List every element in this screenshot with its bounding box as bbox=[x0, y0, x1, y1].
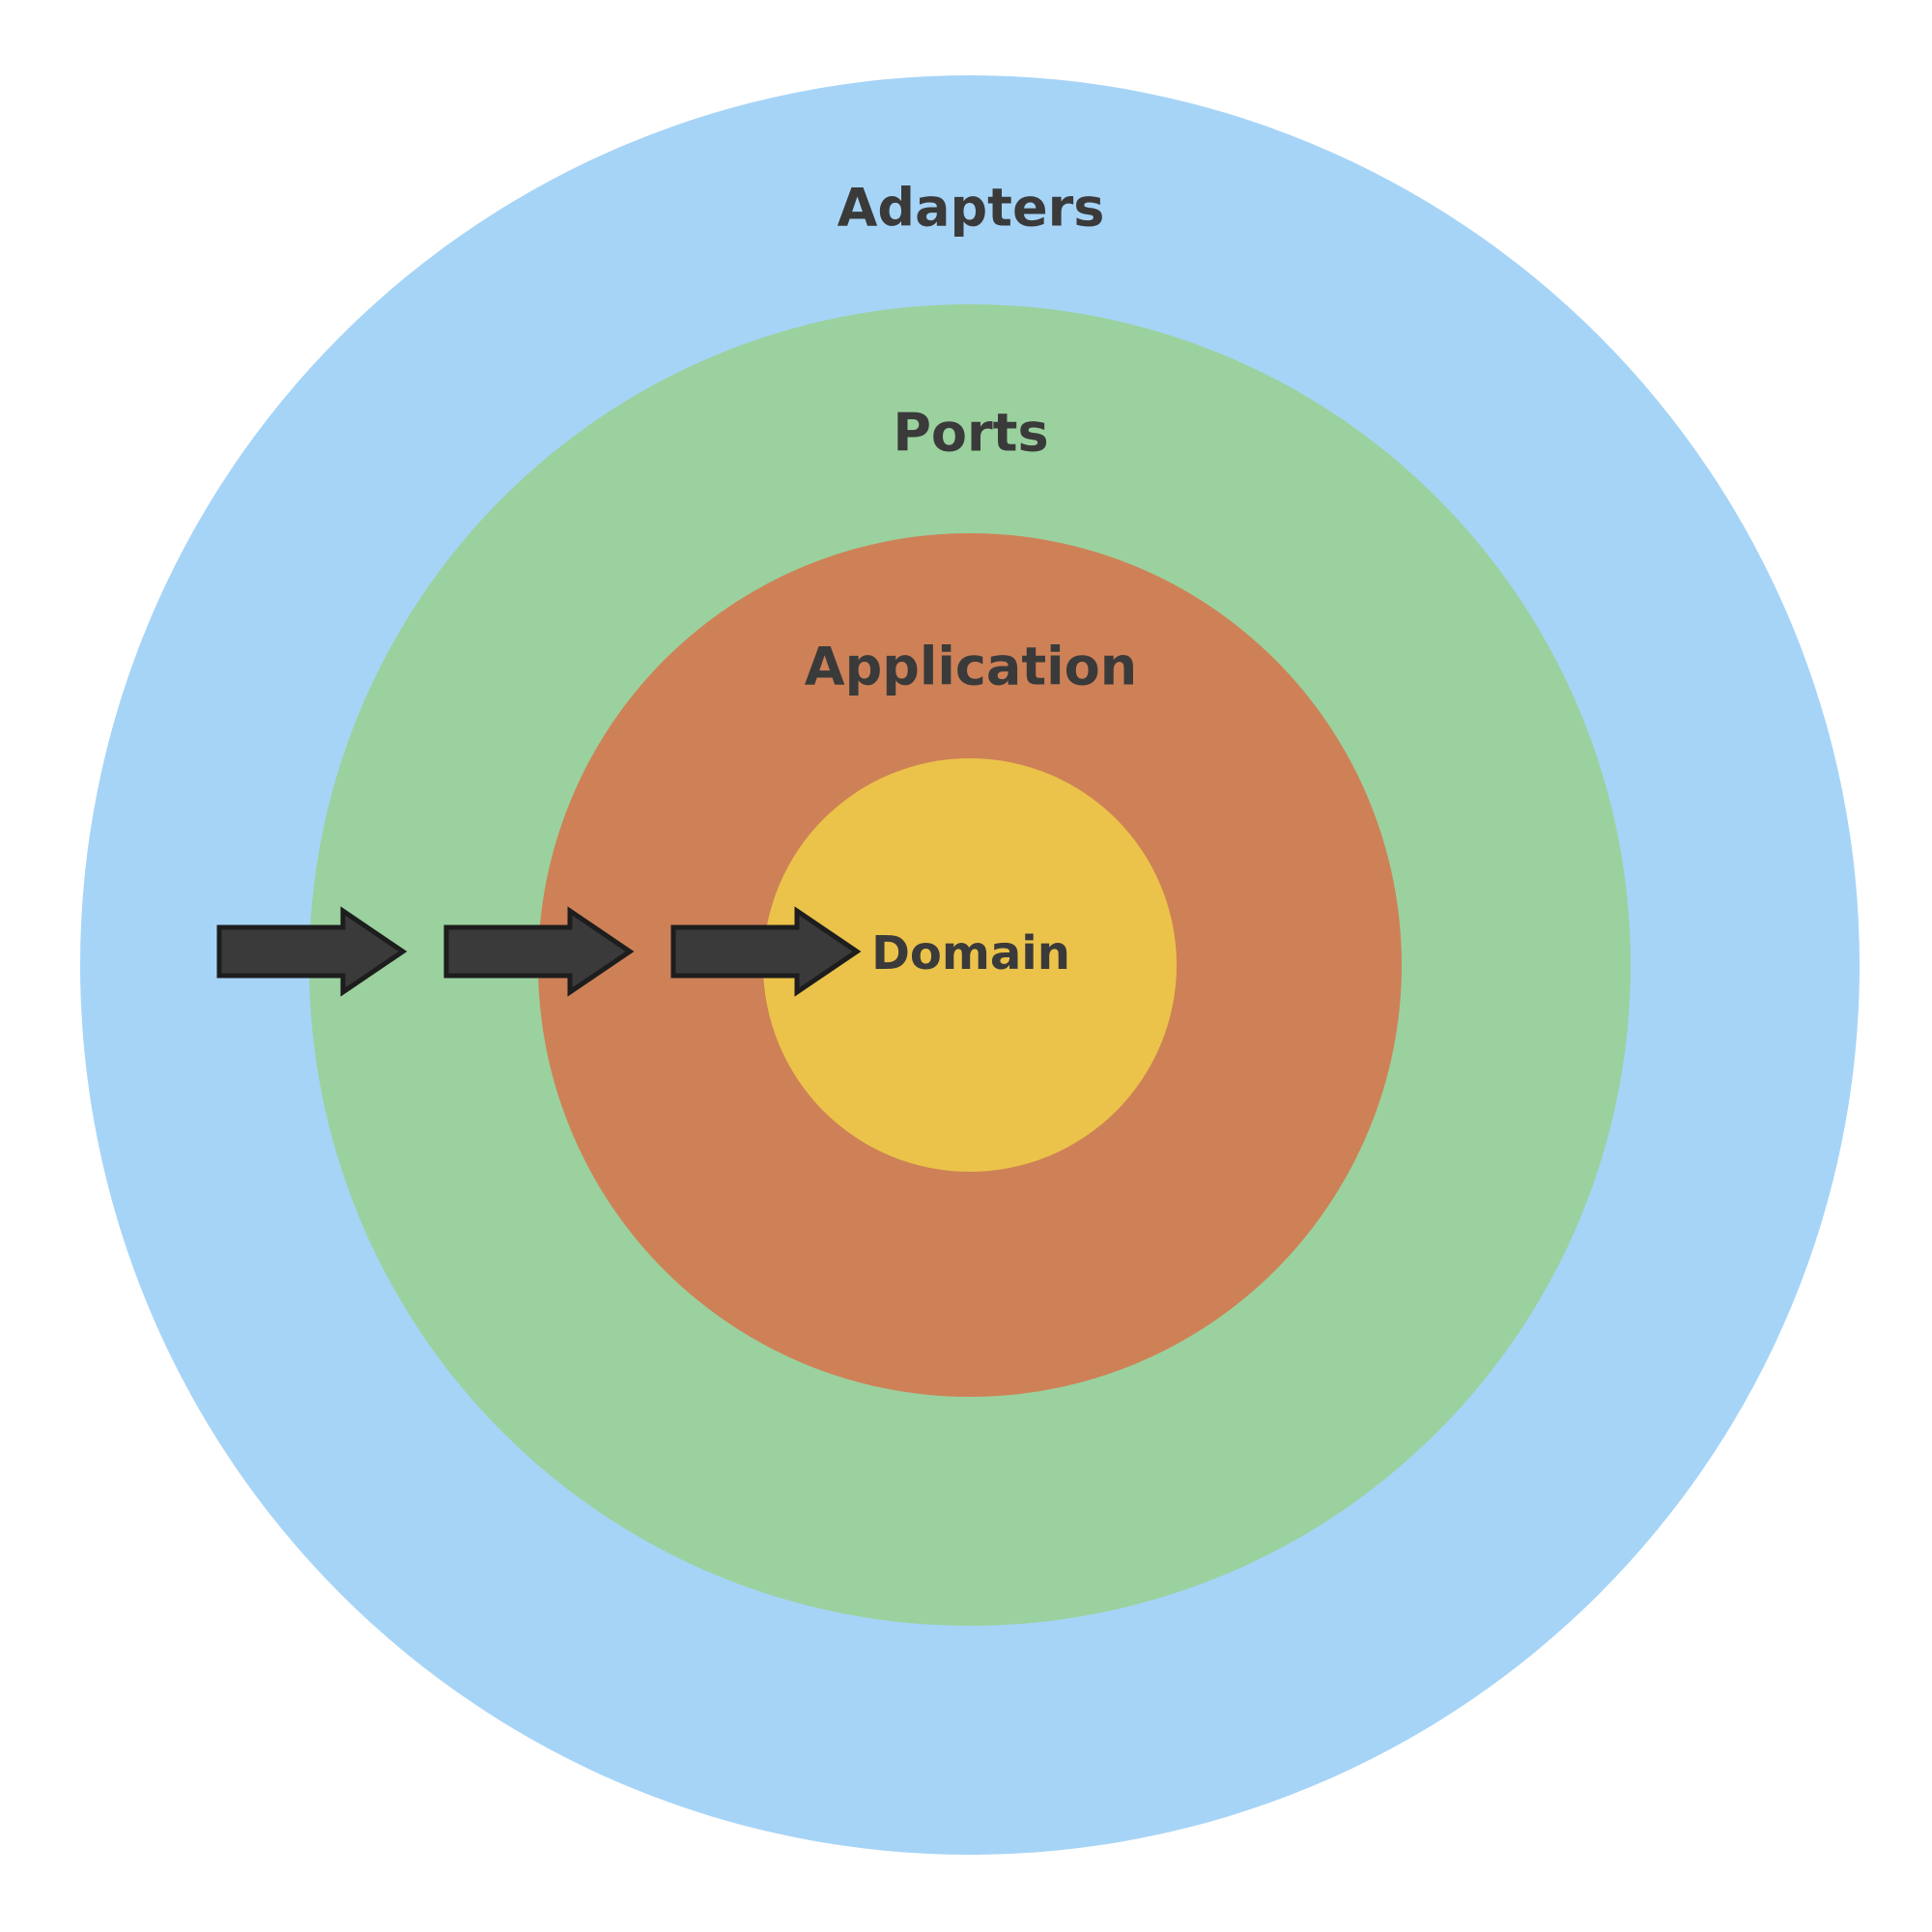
layer-label-ports: Ports bbox=[893, 403, 1048, 464]
arrow-into-application bbox=[670, 906, 862, 997]
layer-label-adapters: Adapters bbox=[838, 178, 1105, 239]
layer-label-application: Application bbox=[805, 637, 1137, 697]
arrow-into-ports bbox=[443, 906, 635, 997]
arrow-into-adapters bbox=[216, 906, 408, 997]
layer-label-domain: Domain bbox=[871, 926, 1070, 980]
layer-circle-domain[interactable] bbox=[763, 758, 1177, 1172]
